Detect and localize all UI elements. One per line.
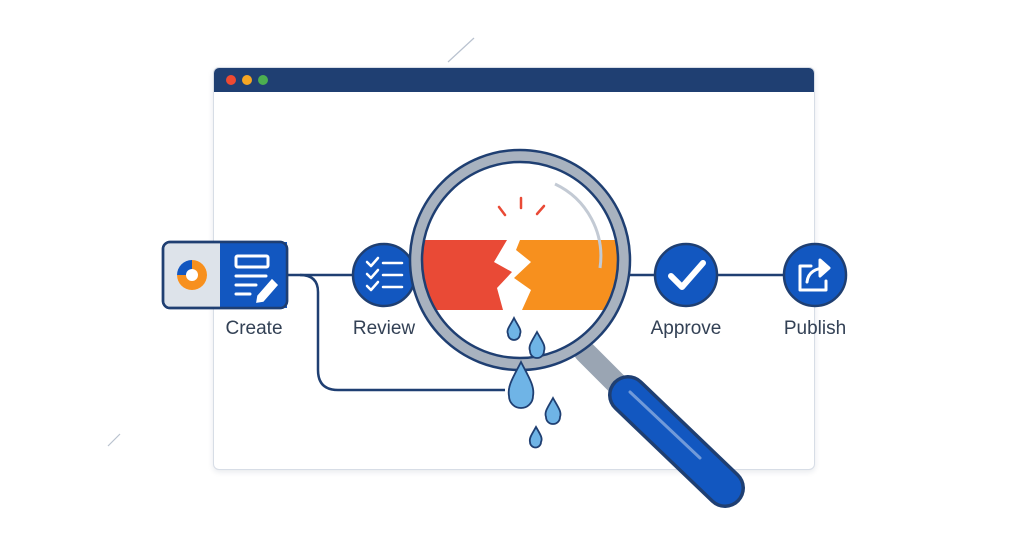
step-label-publish: Publish <box>783 318 847 339</box>
checkmark-icon <box>668 260 706 290</box>
document-edit-icon <box>234 254 279 303</box>
droplet-icon <box>506 315 522 341</box>
window-titlebar <box>214 68 814 92</box>
window-close-dot <box>226 75 236 85</box>
share-arrow-icon <box>798 258 831 292</box>
droplet-icon <box>528 330 546 359</box>
connector-loop <box>299 273 505 392</box>
lens-glare <box>554 182 603 269</box>
approve-circle <box>653 242 719 308</box>
step-publish-node[interactable] <box>782 242 848 308</box>
step-review-node[interactable] <box>351 242 417 308</box>
droplet-icon <box>528 425 543 449</box>
decor-line <box>107 433 121 447</box>
droplet-icon <box>507 359 535 409</box>
step-label-create: Create <box>225 318 283 339</box>
checklist-icon <box>365 256 404 292</box>
step-label-review: Review <box>352 318 416 339</box>
step-create-node[interactable] <box>161 240 289 310</box>
droplet-icon <box>544 396 562 425</box>
window-maximize-dot <box>258 75 268 85</box>
create-card-border <box>161 240 289 310</box>
connectors <box>287 273 783 392</box>
water-droplets <box>506 315 562 449</box>
magnifying-glass-icon <box>408 148 632 372</box>
decor-line <box>447 37 475 63</box>
magnifier-handle <box>574 341 745 508</box>
publish-circle <box>782 242 848 308</box>
step-label-approve: Approve <box>650 318 722 339</box>
pie-chart-icon <box>177 260 207 290</box>
window-minimize-dot <box>242 75 252 85</box>
crack-spark-icon <box>497 196 546 217</box>
step-approve-node[interactable] <box>653 242 719 308</box>
